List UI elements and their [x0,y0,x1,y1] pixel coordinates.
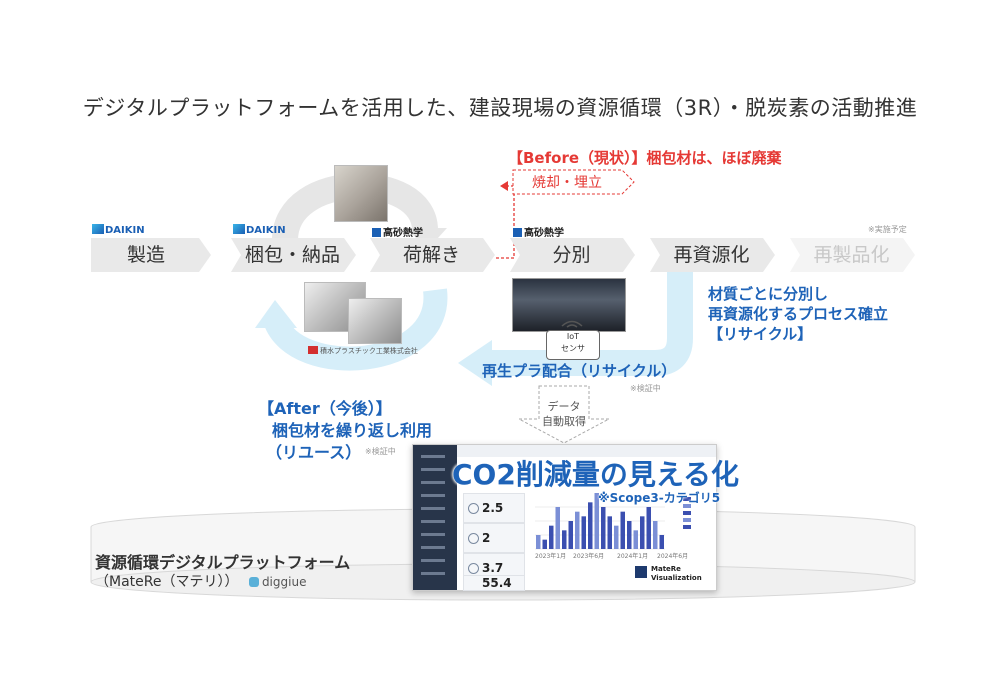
step-remanufacturing: 再製品化 [790,238,915,272]
chart-bar [594,493,599,549]
chart-bar [659,535,664,549]
step-packing-delivery: 梱包・納品 [231,238,356,272]
chart-bar [614,525,619,549]
stat-card: 2.5 [463,493,525,523]
chart-bar [542,539,547,549]
axis-label: 2024年6月 [657,553,689,560]
legend-swatch [683,518,691,522]
after-heading: 【After（今後）】 [258,399,392,418]
platform-subtitle: （MateRe（マテリ）） diggiue [95,574,307,590]
before-heading: 【Before（現状）】梱包材は、ほぼ廃棄 [508,149,782,167]
verifying-note: ※検証中 [630,384,661,393]
chart-bar [633,530,638,549]
legend-swatch [683,525,691,529]
data-label-2: 自動取得 [542,415,586,428]
iot-sensor: IoT センサ [546,330,600,360]
after-line-2: （リユース） [266,443,362,462]
legend-swatch [683,497,691,501]
recycle-description-1: 材質ごとに分別し [708,285,829,303]
recycle-return-arrow [458,268,693,386]
platform-title: 資源循環デジタルプラットフォーム [95,553,351,572]
chart-bar [581,516,586,549]
wifi-icon [552,314,592,328]
dashboard-sidebar [413,445,457,590]
daikin-logo: DAIKIN [233,224,286,236]
chart-bar [549,525,554,549]
chart-bar [588,502,593,549]
takasago-logo: 高砂熱学 [513,224,564,239]
page-title: デジタルプラットフォームを活用した、建設現場の資源循環（3R）・脱炭素の活動推進 [82,96,918,120]
axis-label: 2023年1月 [535,553,567,560]
stat-card: 2 [463,523,525,553]
recycle-description-3: 【リサイクル】 [708,325,813,343]
co2-bar-chart [535,493,691,550]
after-line-1: 梱包材を繰り返し利用 [272,421,433,440]
daikin-logo: DAIKIN [92,224,145,236]
chart-bar [575,511,580,549]
chart-bar [640,516,645,549]
chart-bar [562,530,567,549]
planned-note: ※実施予定 [868,225,907,234]
chart-bar [620,511,625,549]
legend-swatch [683,504,691,508]
sekisui-logo: 積水プラスチック工業株式会社 [308,346,418,356]
chart-bar [568,521,573,549]
packaging-crate-photo [334,165,388,222]
legend-swatch [683,511,691,515]
co2-subtitle: ※Scope3-カテゴリ5 [598,491,721,505]
chart-bar [627,521,632,549]
chart-bar [601,507,606,549]
chart-bar [607,516,612,549]
recycled-plastic-mix-label: 再生プラ配合（リサイクル） [482,362,677,380]
takasago-logo: 高砂熱学 [372,224,423,239]
diggiue-logo: diggiue [248,575,306,589]
chart-bar [555,507,560,549]
dashboard-header [457,445,716,457]
data-flow-arrow [518,385,610,444]
materevis-logo: MateRe Visualization [635,563,713,587]
reuse-cycle-arrow-bottom [255,288,448,371]
stat-card: 55.4 [463,575,525,591]
step-unpacking: 荷解き [370,238,495,272]
step-manufacturing: 製造 [91,238,211,272]
recycle-description-2: 再資源化するプロセス確立 [708,305,889,323]
step-recycling: 再資源化 [650,238,775,272]
after-verifying-note: ※検証中 [365,447,396,456]
data-label-1: データ [547,400,581,413]
chart-bar [536,535,541,549]
chart-bar [653,521,658,549]
disposal-label: 焼却・埋立 [532,175,602,191]
axis-label: 2023年6月 [573,553,605,560]
disposal-arrow [496,181,515,259]
pallet-photo-2 [348,298,402,344]
chart-bar [646,507,651,549]
disposal-box [512,169,635,195]
axis-label: 2024年1月 [617,553,649,560]
co2-dashboard: 2.5 2 3.7 55.4 2023年1月 2023年6月 2024年1月 2… [412,444,717,591]
co2-title: CO2削減量の見える化 [452,458,739,491]
sorting-site-photo [512,278,626,332]
step-sorting: 分別 [510,238,635,272]
